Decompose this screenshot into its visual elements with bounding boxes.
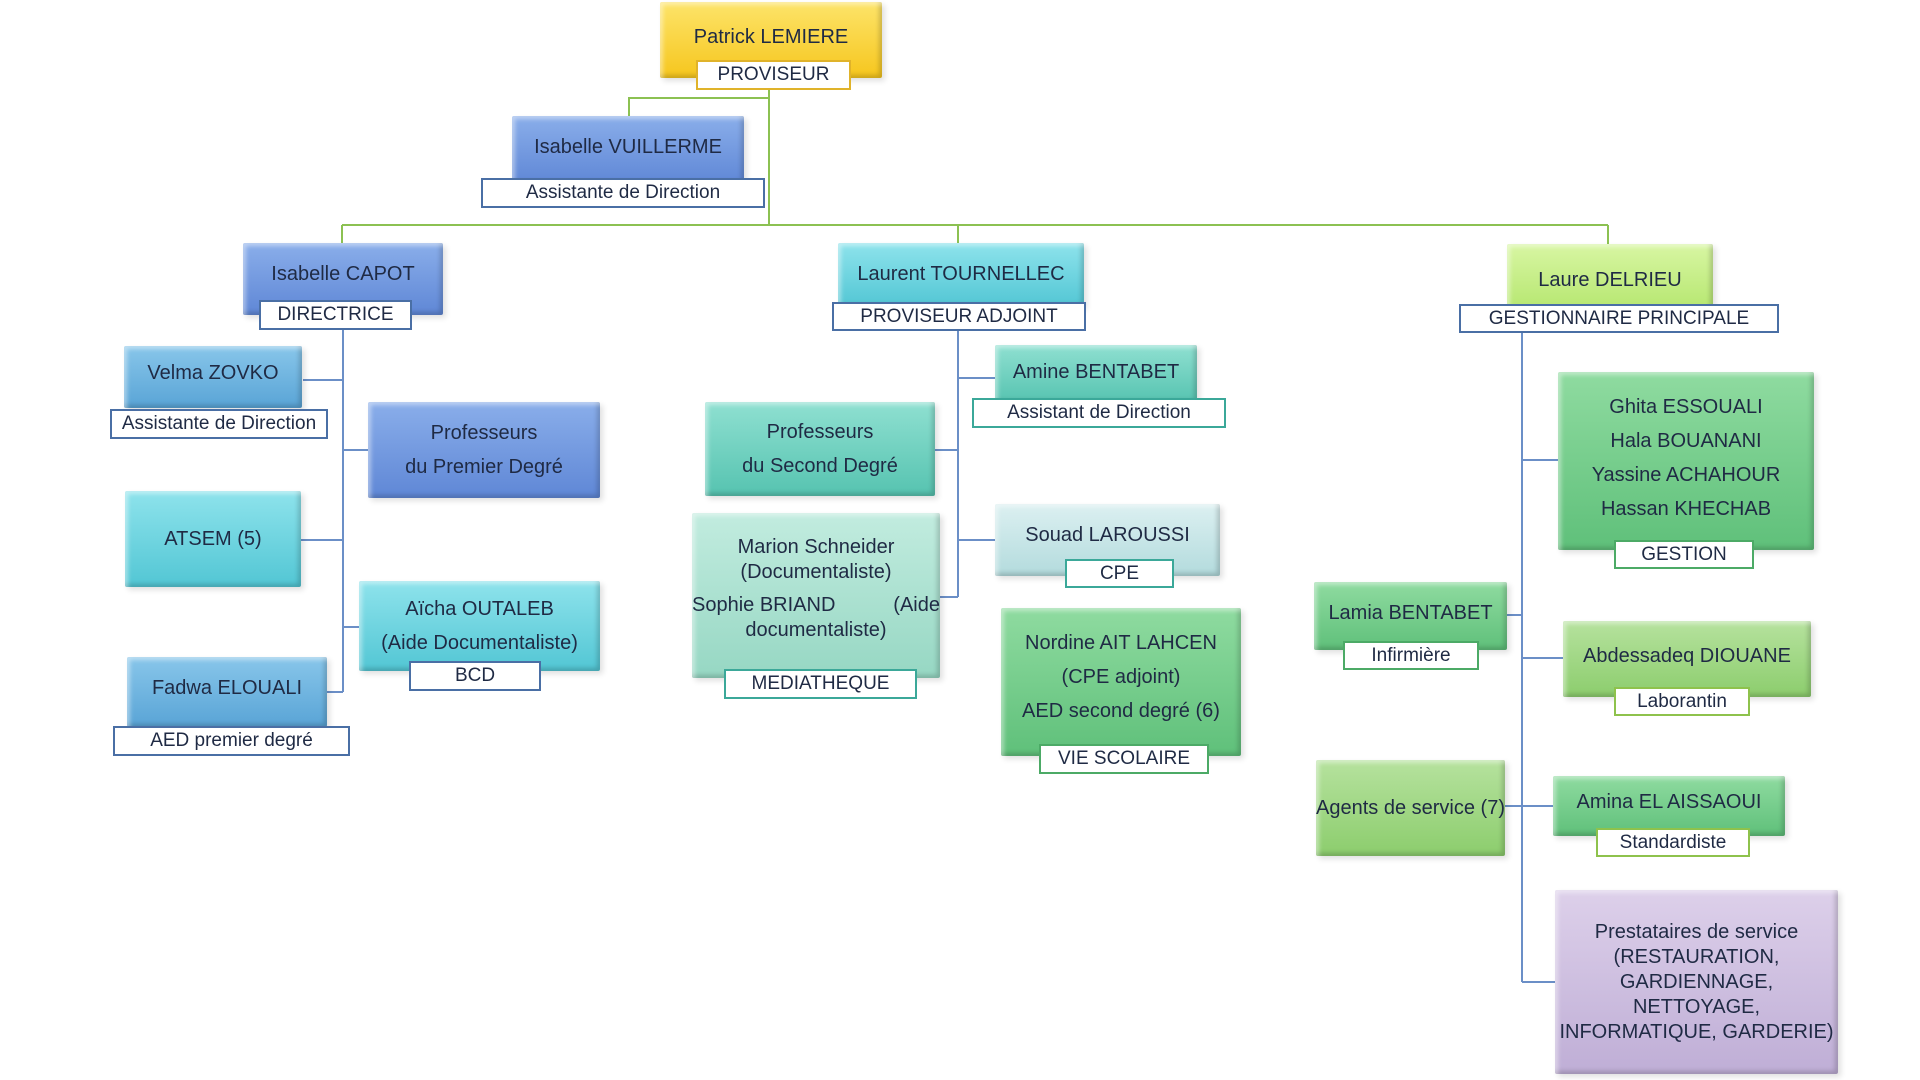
mediatheque-line-3-row: Sophie BRIAND (Aide [692, 593, 940, 618]
amina-name: Amina EL AISSAOUI [1576, 791, 1762, 813]
gestion-team-line-3: Yassine ACHAHOUR [1591, 464, 1781, 486]
gestion-label: GESTION [1614, 540, 1754, 569]
abdessadeq-role-label: Laborantin [1614, 687, 1750, 716]
gestion-team-box: Ghita ESSOUALI Hala BOUANANI Yassine ACH… [1558, 372, 1814, 550]
prestataires-line-2: (RESTAURATION, [1613, 945, 1780, 968]
souad-role-label: CPE [1065, 559, 1174, 588]
mediatheque-line-4: (Aide [893, 594, 940, 616]
fadwa-role-label: AED premier degré [113, 726, 350, 756]
amine-name: Amine BENTABET [1012, 361, 1180, 383]
fadwa-box: Fadwa ELOUALI [127, 657, 327, 727]
fadwa-name: Fadwa ELOUALI [151, 677, 303, 699]
agents-de-service-box: Agents de service (7) [1316, 760, 1505, 856]
lamia-name: Lamia BENTABET [1328, 602, 1493, 624]
gestionnaire-name: Laure DELRIEU [1538, 269, 1682, 291]
velma-box: Velma ZOVKO [124, 346, 302, 408]
mediatheque-line-5: documentaliste) [745, 619, 887, 641]
proviseur-adjoint-role-label: PROVISEUR ADJOINT [832, 302, 1086, 331]
directrice-name: Isabelle CAPOT [271, 263, 415, 285]
gestion-team-line-1: Ghita ESSOUALI [1609, 396, 1763, 418]
prestataires-line-1: Prestataires de service [1594, 920, 1799, 943]
prestataires-line-4: INFORMATIQUE, GARDERIE) [1559, 1020, 1834, 1043]
proviseur-role-label: PROVISEUR [696, 60, 851, 90]
vie-scolaire-label: VIE SCOLAIRE [1039, 744, 1209, 774]
proviseur-adjoint-name: Laurent TOURNELLEC [857, 263, 1065, 285]
assistante-direction-box: Isabelle VUILLERME [512, 116, 744, 184]
agents-de-service-text: Agents de service (7) [1316, 797, 1505, 819]
bcd-label: BCD [409, 661, 541, 691]
gestion-team-line-4: Hassan KHECHAB [1600, 498, 1772, 520]
bcd-line-1: Aïcha OUTALEB [405, 598, 554, 620]
directrice-role-label: DIRECTRICE [259, 300, 412, 330]
gestionnaire-role-label: GESTIONNAIRE PRINCIPALE [1459, 304, 1779, 333]
mediatheque-line-2: (Documentaliste) [740, 561, 892, 583]
abdessadeq-box: Abdessadeq DIOUANE [1563, 621, 1811, 697]
lamia-box: Lamia BENTABET [1314, 582, 1507, 650]
mediatheque-line-1: Marion Schneider [737, 536, 895, 558]
vie-scolaire-line-3: AED second degré (6) [1022, 700, 1220, 722]
atsem-text: ATSEM (5) [164, 528, 262, 550]
gestion-team-line-2: Hala BOUANANI [1610, 430, 1762, 452]
vie-scolaire-box: Nordine AIT LAHCEN (CPE adjoint) AED sec… [1001, 608, 1241, 756]
vie-scolaire-line-2: (CPE adjoint) [1061, 666, 1181, 688]
professeurs-premier-line-2: du Premier Degré [405, 456, 563, 478]
amine-box: Amine BENTABET [995, 345, 1197, 403]
souad-name: Souad LAROUSSI [1025, 524, 1190, 546]
professeurs-second-line-1: Professeurs [766, 421, 874, 443]
assistante-direction-role-label: Assistante de Direction [481, 178, 765, 208]
amine-role-label: Assistant de Direction [972, 398, 1226, 428]
mediatheque-label: MEDIATHEQUE [724, 669, 917, 699]
professeurs-second-line-2: du Second Degré [742, 455, 898, 477]
bcd-line-2: (Aide Documentaliste) [381, 632, 578, 654]
prestataires-box: Prestataires de service (RESTAURATION, G… [1555, 890, 1838, 1074]
professeurs-premier-degre-box: Professeurs du Premier Degré [368, 402, 600, 498]
velma-role-label: Assistante de Direction [110, 409, 328, 439]
vie-scolaire-line-1: Nordine AIT LAHCEN [1025, 632, 1217, 654]
proviseur-name: Patrick LEMIERE [693, 26, 849, 48]
prestataires-line-3: GARDIENNAGE, NETTOYAGE, [1619, 970, 1774, 1018]
atsem-box: ATSEM (5) [125, 491, 301, 587]
mediatheque-line-3: Sophie BRIAND [692, 594, 836, 616]
abdessadeq-name: Abdessadeq DIOUANE [1583, 645, 1791, 667]
mediatheque-box: Marion Schneider (Documentaliste) Sophie… [692, 513, 940, 678]
proviseur-adjoint-box: Laurent TOURNELLEC [838, 243, 1084, 307]
connector-assistante [628, 97, 769, 118]
professeurs-premier-line-1: Professeurs [430, 422, 538, 444]
assistante-direction-name: Isabelle VUILLERME [534, 136, 722, 158]
velma-name: Velma ZOVKO [147, 362, 279, 384]
professeurs-second-degre-box: Professeurs du Second Degré [705, 402, 935, 496]
bcd-box: Aïcha OUTALEB (Aide Documentaliste) [359, 581, 600, 671]
amina-box: Amina EL AISSAOUI [1553, 776, 1785, 836]
amina-role-label: Standardiste [1596, 828, 1750, 857]
lamia-role-label: Infirmière [1343, 641, 1479, 670]
